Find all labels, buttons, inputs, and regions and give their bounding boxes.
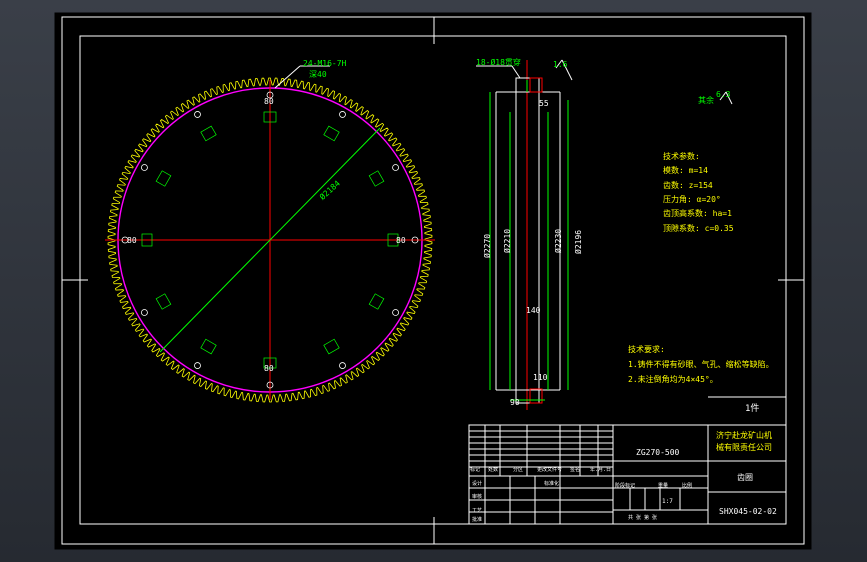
tb-ratio: 比例 <box>682 483 693 489</box>
tb-approve: 批准 <box>472 517 483 523</box>
section-dia-2: Ø2210 <box>503 228 512 253</box>
bolt-hole <box>339 362 346 369</box>
gear-dim-bottom: 80 <box>264 364 274 373</box>
bolt-hole <box>141 309 148 316</box>
hole-depth-label: 深40 <box>309 70 327 79</box>
drawing-sheet <box>54 12 812 550</box>
hole-dim-box <box>200 338 217 355</box>
tb-sheet: 共 张 第 张 <box>628 515 658 521</box>
section-bottom-dim: 90 <box>510 398 520 407</box>
tech-param-addendum: 齿顶高系数: ha=1 <box>663 209 732 218</box>
tb-designer: 设计 <box>472 481 483 487</box>
surface-finish-label: 1.6 <box>553 60 568 69</box>
tech-param-teeth: 齿数: z=154 <box>663 181 713 190</box>
tech-param-clearance: 顶隙系数: c=0.35 <box>663 224 734 233</box>
hole-dim-box <box>368 293 385 310</box>
section-top-teeth <box>529 77 543 93</box>
other-finish-symbol-b <box>725 91 733 105</box>
bolt-hole <box>121 236 129 244</box>
tb-check: 审核 <box>472 494 483 500</box>
section-top-leader-tip <box>511 65 521 79</box>
hole-spec-leader <box>274 65 301 89</box>
tb-header-sign: 签名 <box>570 467 581 473</box>
section-top-chamfer: 18-Ø18贯穿 <box>476 58 521 67</box>
tb-header-zone: 分区 <box>513 467 524 473</box>
section-bottom-chamfer: 110 <box>533 373 548 382</box>
hole-dim-box <box>155 293 172 310</box>
tb-header-date: 年.月.日 <box>590 467 612 473</box>
bolt-hole <box>266 91 274 99</box>
section-top-dim: 55 <box>539 99 549 108</box>
hole-dim-box <box>155 170 172 187</box>
hole-dim-box <box>387 233 399 247</box>
gear-dim-top: 80 <box>264 97 274 106</box>
bolt-hole <box>194 362 201 369</box>
quantity-label: 1件 <box>745 404 760 414</box>
hole-dim-box <box>200 125 217 142</box>
tb-craft: 工艺 <box>472 508 483 514</box>
bolt-hole <box>392 309 399 316</box>
hole-dim-box <box>141 233 153 247</box>
other-finish-symbol-a <box>719 91 727 101</box>
gear-dim-right: 80 <box>396 236 406 245</box>
section-dia-3: Ø2230 <box>554 228 563 253</box>
hole-dim-box <box>263 111 277 123</box>
tb-standard: 标准化 <box>544 481 560 487</box>
hole-dim-box <box>368 170 385 187</box>
section-dia-1: Ø2270 <box>483 233 492 258</box>
bolt-hole <box>266 381 274 389</box>
tb-header-count: 处数 <box>488 467 499 473</box>
finish-symbol-a <box>555 59 563 69</box>
part-name-label: 齿圈 <box>737 473 753 482</box>
other-finish-label: 其余 <box>698 96 714 105</box>
tech-req-line1: 1.铸件不得有砂眼、气孔、缩松等缺陷。 <box>628 360 774 369</box>
company-line1: 济宁赴龙矿山机 <box>716 431 772 440</box>
bolt-hole <box>411 236 419 244</box>
company-line2: 械有限责任公司 <box>716 443 772 452</box>
bolt-hole <box>392 164 399 171</box>
section-bottom-teeth <box>529 388 543 404</box>
bolt-hole <box>339 111 346 118</box>
hole-spec-label: 24-M16-7H <box>303 59 347 68</box>
tb-header-mark: 标记 <box>470 467 481 473</box>
tb-weight: 重量 <box>658 483 669 489</box>
scale-label: 1:7 <box>662 498 673 505</box>
tech-req-title: 技术要求: <box>628 345 665 354</box>
bolt-hole <box>194 111 201 118</box>
material-label: ZG270-500 <box>636 448 680 457</box>
drawing-number-label: SHX045-02-02 <box>719 507 777 516</box>
tech-params-title: 技术参数: <box>663 152 700 161</box>
section-dia-4: Ø2196 <box>574 229 583 254</box>
gear-diameter-line <box>159 127 381 353</box>
bolt-hole <box>141 164 148 171</box>
title-block <box>468 424 787 525</box>
tech-req-line2: 2.未注倒角均为4×45°。 <box>628 375 718 384</box>
tb-header-change: 更改文件号 <box>537 467 563 473</box>
hole-dim-box <box>323 125 340 142</box>
section-body <box>515 77 540 404</box>
tech-param-module: 模数: m=14 <box>663 166 708 175</box>
gear-dim-left: 80 <box>127 236 137 245</box>
tech-param-pressure-angle: 压力角: α=20° <box>663 195 721 204</box>
hole-dim-box <box>323 338 340 355</box>
section-width-dim: 140 <box>526 306 541 315</box>
tb-stage: 阶段标记 <box>615 483 636 489</box>
other-finish-value: 6.3 <box>716 90 731 99</box>
finish-symbol-b <box>561 59 573 81</box>
hole-dim-box <box>263 357 277 369</box>
